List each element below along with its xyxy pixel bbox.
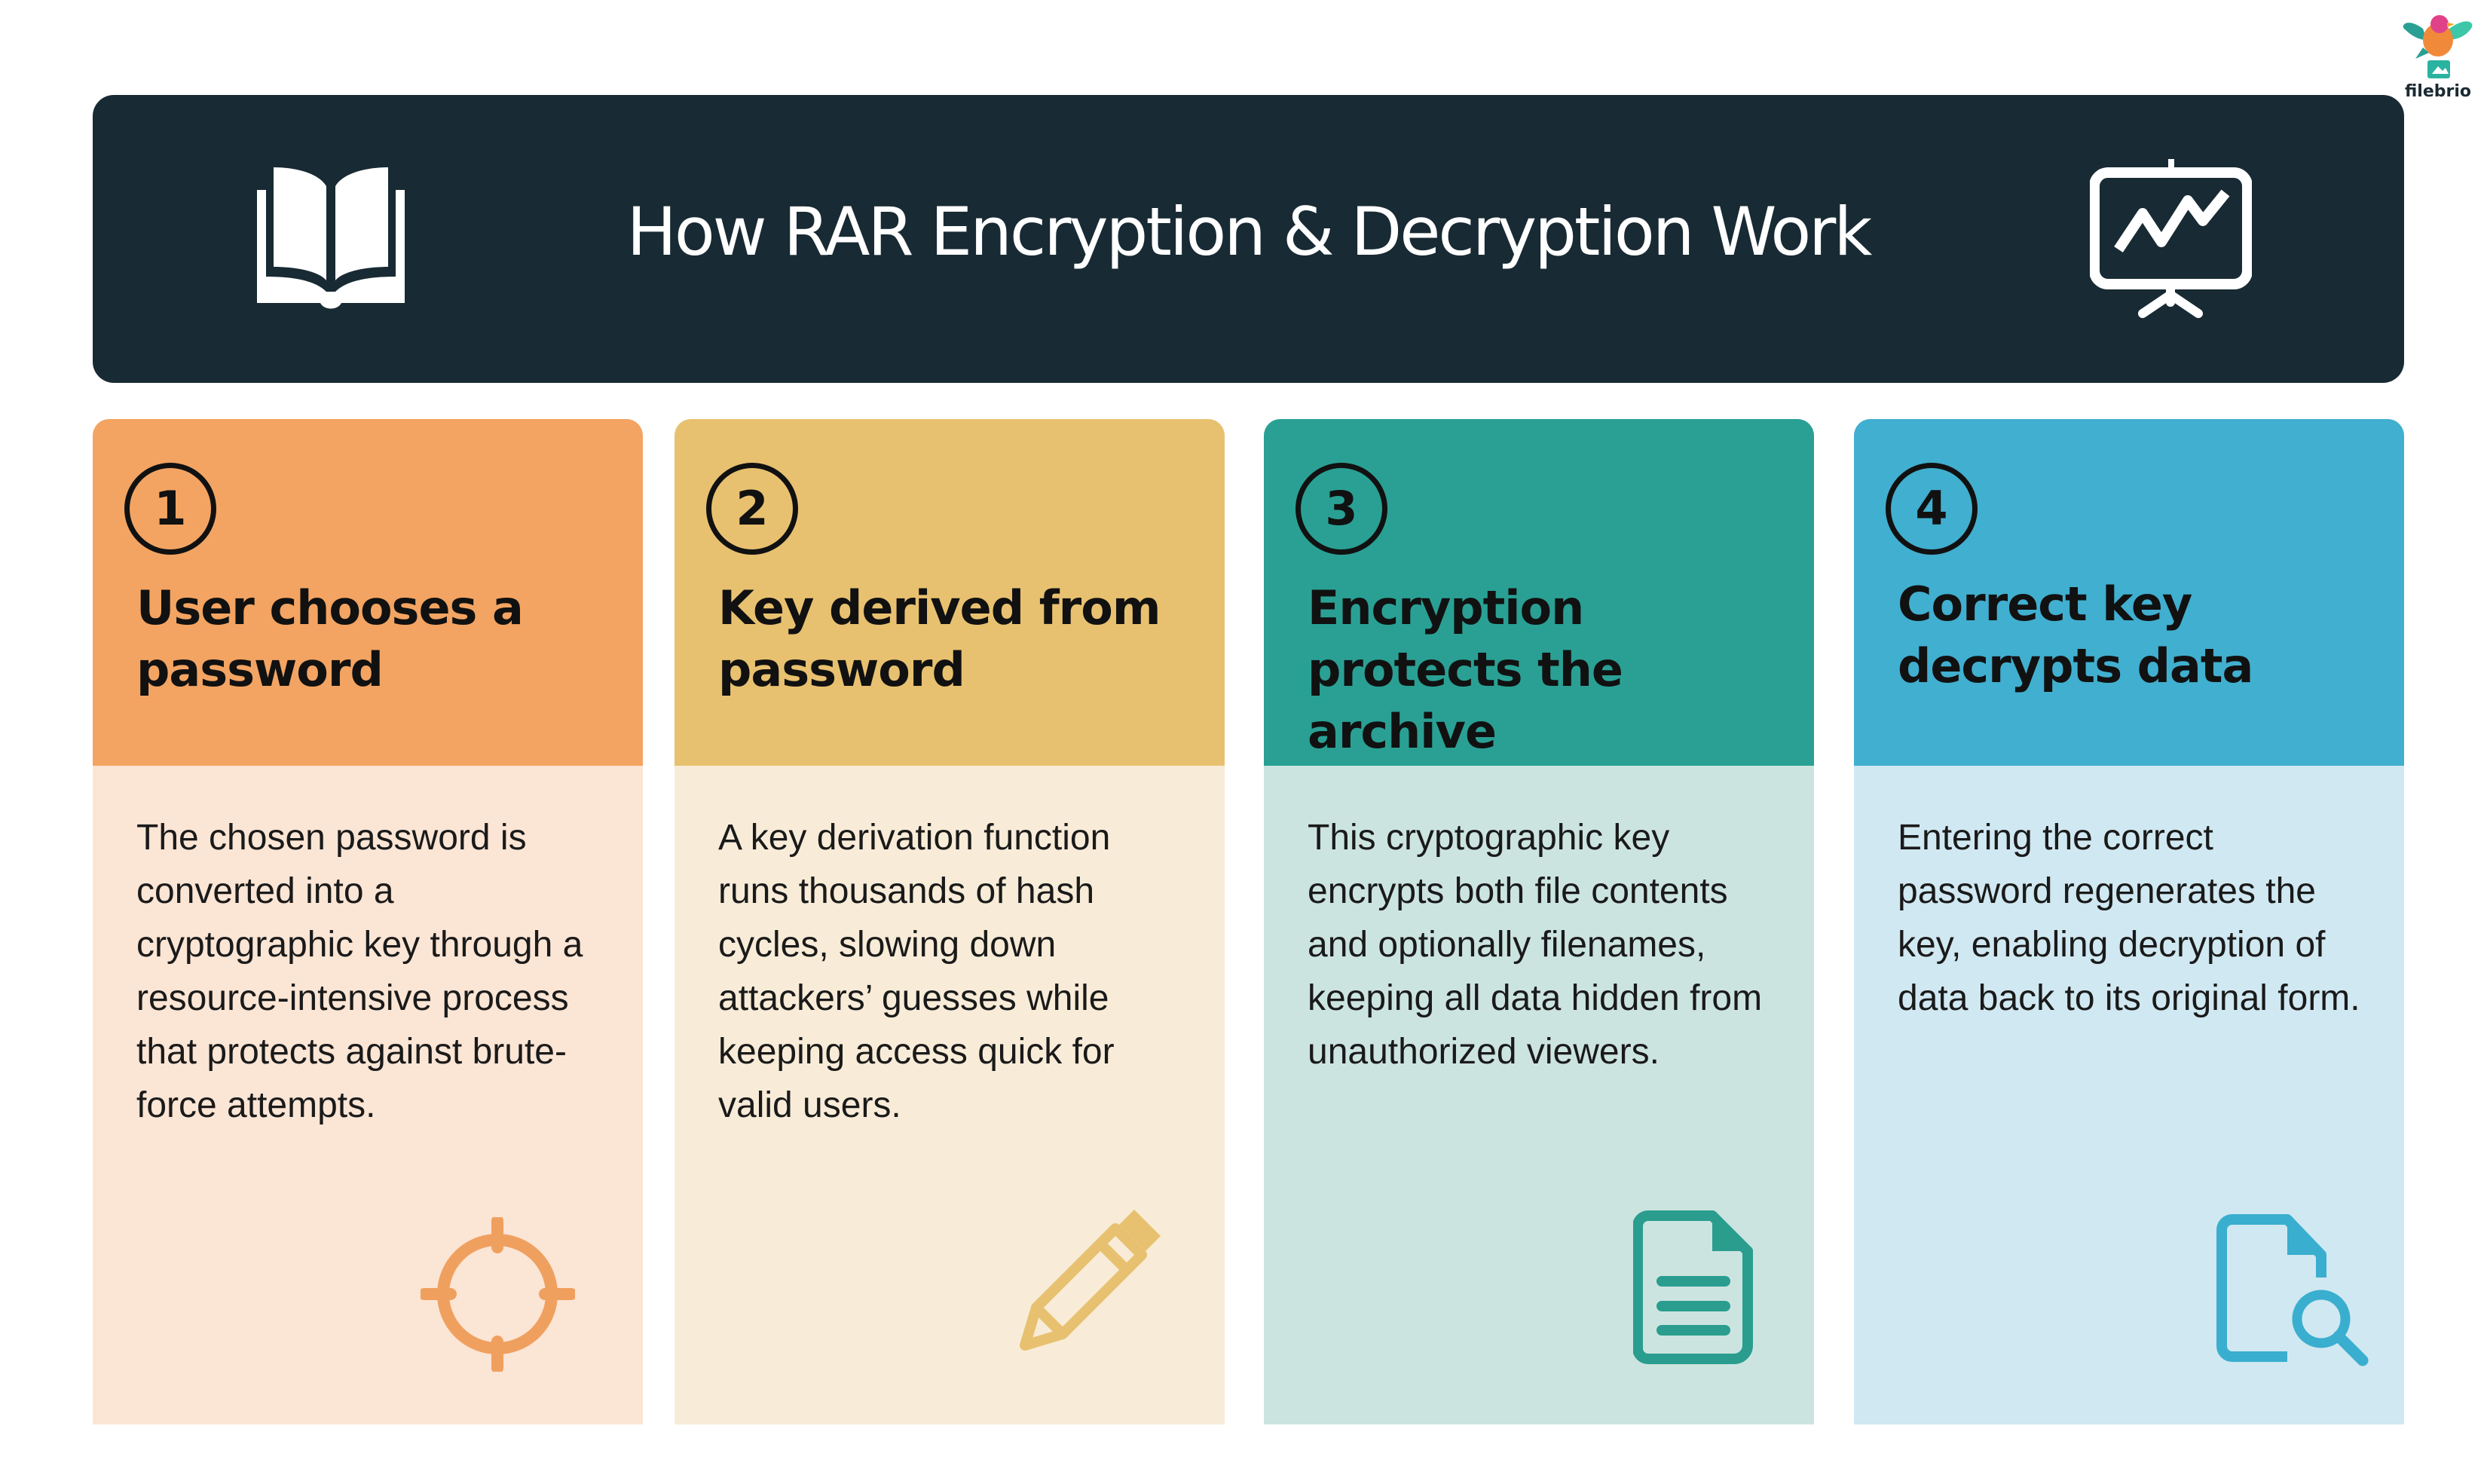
step-card-header: 2 Key derived from password: [675, 419, 1225, 766]
step-card-3: 3 Encryption protects the archive This c…: [1264, 419, 1814, 1424]
page-title: How RAR Encryption & Decryption Work: [626, 193, 1873, 271]
step-card-header: 4 Correct key decrypts data: [1854, 419, 2404, 766]
step-heading: Correct key decrypts data: [1898, 577, 2253, 693]
brand-name: filebrio: [2404, 82, 2472, 101]
step-description: This cryptographic key encrypts both fil…: [1308, 818, 1763, 1072]
step-number: 1: [124, 463, 216, 555]
document-icon: [1633, 1210, 1753, 1364]
step-description: The chosen password is converted into a …: [136, 818, 583, 1125]
pencil-icon: [1020, 1210, 1161, 1351]
header-banner: How RAR Encryption & Decryption Work: [93, 95, 2404, 383]
step-description: A key derivation function runs thousands…: [718, 818, 1115, 1125]
step-number: 3: [1296, 463, 1387, 555]
file-search-icon: [2216, 1214, 2369, 1366]
step-card-header: 3 Encryption protects the archive: [1264, 419, 1814, 766]
step-card-2: 2 Key derived from password A key deriva…: [675, 419, 1225, 1424]
step-card-header: 1 User chooses a password: [93, 419, 643, 766]
presentation-chart-icon: [2090, 159, 2252, 318]
filebrio-logo: filebrio: [2397, 6, 2479, 101]
step-heading: Key derived from password: [718, 580, 1161, 697]
step-number: 4: [1886, 463, 1978, 555]
step-heading: User chooses a password: [136, 580, 524, 697]
bird-icon: [2403, 15, 2473, 78]
step-card-4: 4 Correct key decrypts data Entering the…: [1854, 419, 2404, 1424]
step-description: Entering the correct password regenerate…: [1898, 818, 2360, 1018]
step-card-1: 1 User chooses a password The chosen pas…: [93, 419, 643, 1424]
open-book-icon: [257, 167, 405, 309]
crosshair-icon: [421, 1217, 575, 1372]
step-number: 2: [706, 463, 798, 555]
step-heading: Encryption protects the archive: [1308, 580, 1623, 759]
